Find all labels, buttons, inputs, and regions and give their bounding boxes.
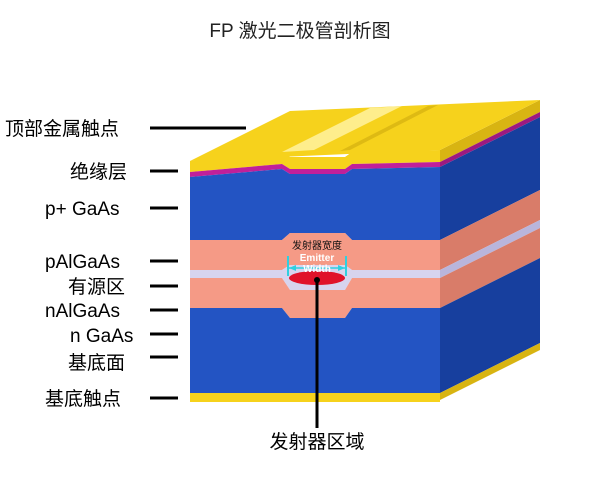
arrowhead-left-icon xyxy=(289,265,296,271)
side-n-algaas xyxy=(440,228,540,308)
label-substrate: 基底面 xyxy=(68,352,125,374)
label-top-contact: 顶部金属触点 xyxy=(5,118,119,140)
label-emitter-region: 发射器区域 xyxy=(269,431,364,453)
front-p-gaas xyxy=(190,167,440,240)
side-p-algaas xyxy=(440,190,540,270)
side-p-gaas xyxy=(440,117,540,240)
label-p-gaas: p+ GaAs xyxy=(45,199,119,220)
emitter-width-en-line2: Width xyxy=(303,264,331,275)
emitter-width-cn-label: 发射器宽度 xyxy=(292,239,342,252)
front-insulator xyxy=(190,162,440,177)
emitter-leader-dot xyxy=(314,277,320,283)
side-magenta xyxy=(440,112,540,167)
top-gold-surface xyxy=(190,100,540,161)
arrowhead-right-icon xyxy=(338,265,345,271)
side-gold-top xyxy=(440,100,540,162)
label-bottom-contact: 基底触点 xyxy=(45,388,121,410)
front-gold-top xyxy=(190,150,440,172)
front-n-gaas xyxy=(190,308,440,393)
front-gold-bottom xyxy=(190,393,440,402)
side-n-gaas xyxy=(440,258,540,393)
side-active xyxy=(440,220,540,278)
label-insulator: 绝缘层 xyxy=(70,161,127,183)
label-n-gaas: n GaAs xyxy=(70,326,133,347)
label-active-region: 有源区 xyxy=(68,276,125,298)
label-p-algaas: pAlGaAs xyxy=(45,252,120,273)
ridge-highlight xyxy=(282,106,402,152)
side-gold-bottom xyxy=(440,343,540,400)
front-p-algaas xyxy=(190,233,440,270)
diagram-title: FP 激光二极管剖析图 xyxy=(209,20,390,42)
ridge-shadow xyxy=(340,105,438,151)
emitter-width-en-line1: Emitter xyxy=(300,253,335,264)
label-n-algaas: nAlGaAs xyxy=(45,301,120,322)
